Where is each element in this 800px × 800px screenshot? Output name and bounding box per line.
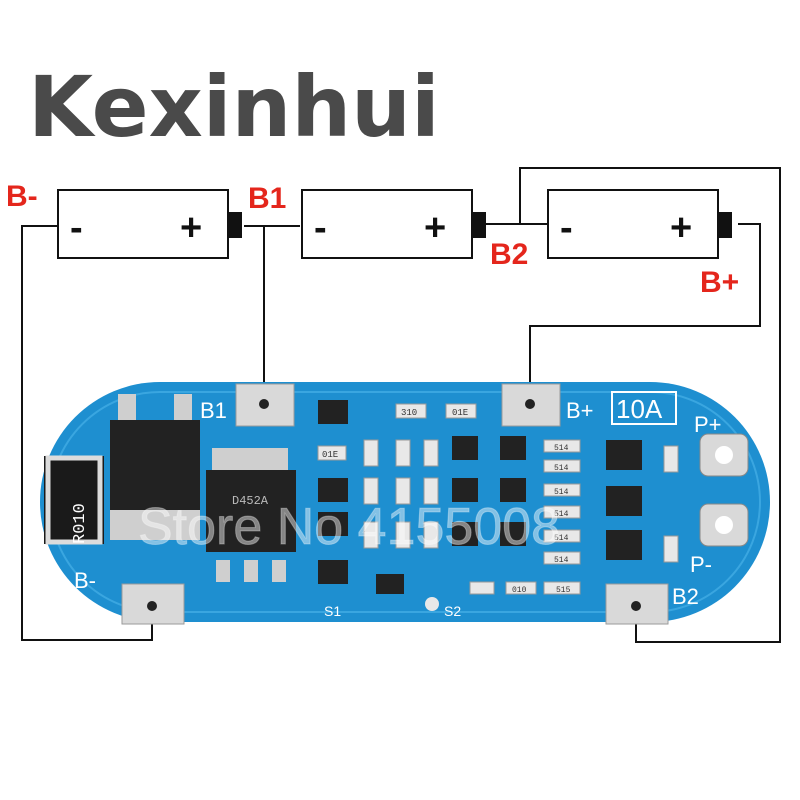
silk-s2: S2 xyxy=(444,603,461,619)
cell-1: - + xyxy=(57,189,242,259)
mosfet-center-label: D452A xyxy=(232,494,269,508)
right-resistor-5: 514 xyxy=(554,534,569,543)
cell-3-minus: - xyxy=(560,207,573,249)
wiring xyxy=(21,167,781,643)
shunt-resistor xyxy=(44,456,104,544)
label-b-minus: B- xyxy=(6,180,38,213)
bms-board: R010 D452A xyxy=(40,382,770,625)
silk-b1: B1 xyxy=(200,398,227,423)
silk-s1: S1 xyxy=(324,603,341,619)
wire-b-minus xyxy=(21,225,153,641)
wire-b2 xyxy=(519,167,781,643)
cap-code-1: 310 xyxy=(401,408,417,418)
ic-array xyxy=(318,400,642,594)
cell-2-plus: + xyxy=(424,207,446,249)
right-resistor-4: 514 xyxy=(554,510,569,519)
lower-code-1: 010 xyxy=(512,586,527,595)
silk-b-plus: B+ xyxy=(566,398,594,423)
silk-p-plus: P+ xyxy=(694,412,722,437)
label-b-plus: B+ xyxy=(700,266,739,299)
cell-2: - + xyxy=(301,189,486,259)
cell-3: - + xyxy=(547,189,732,259)
label-b2: B2 xyxy=(490,238,528,271)
silk-current-rating: 10A xyxy=(616,394,663,424)
mosfet-left xyxy=(110,420,200,510)
silk-b2: B2 xyxy=(672,584,699,609)
shunt-resistor-label: R010 xyxy=(71,503,90,544)
right-resistor-1: 514 xyxy=(554,444,569,453)
right-resistor-7: 515 xyxy=(556,586,571,595)
cell-1-plus: + xyxy=(180,207,202,249)
right-resistor-3: 514 xyxy=(554,488,569,497)
label-b1: B1 xyxy=(248,182,286,215)
cell-2-minus: - xyxy=(314,207,327,249)
mosfet-center xyxy=(206,470,296,552)
pad-b1 xyxy=(235,383,295,427)
right-resistor-6: 514 xyxy=(554,556,569,565)
cap-code-2: 01E xyxy=(452,408,468,418)
store-watermark: Store No 4155008 xyxy=(138,498,560,556)
brand-logo-text: Kexinhui xyxy=(28,58,440,156)
wire-b-plus xyxy=(529,223,761,404)
right-resistor-2: 514 xyxy=(554,464,569,473)
cell-1-minus: - xyxy=(70,207,83,249)
cell-3-plus: + xyxy=(670,207,692,249)
silk-p-minus: P- xyxy=(690,552,712,577)
passives xyxy=(317,403,679,595)
pad-b-minus xyxy=(121,583,185,625)
resistor-code-1: 01E xyxy=(322,450,338,460)
silk-b-minus: B- xyxy=(74,568,96,593)
